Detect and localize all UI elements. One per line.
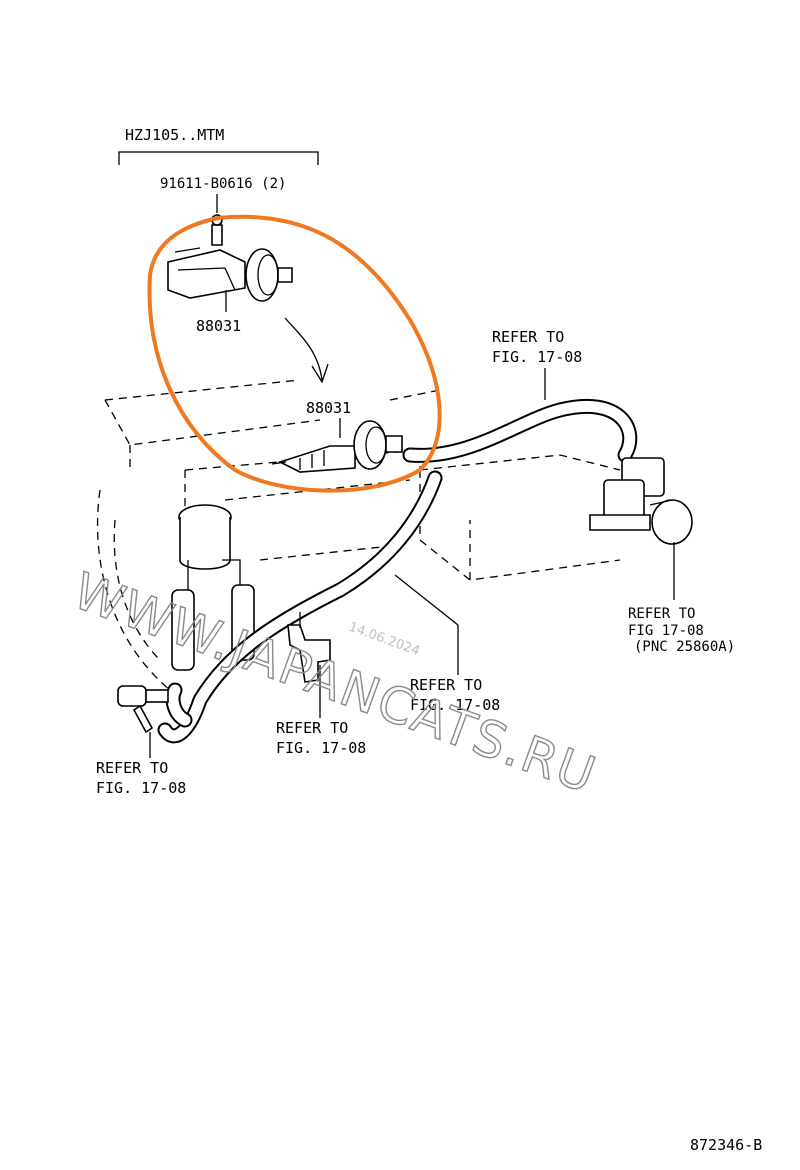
highlight-circle [147,214,442,493]
ref-top-right: REFER TO FIG. 17-08 [492,328,582,400]
svg-text:FIG 17-08: FIG 17-08 [628,623,704,639]
actuator-lower [271,418,403,473]
install-arrowhead [311,363,329,384]
svg-text:REFER TO: REFER TO [276,719,348,737]
svg-text:REFER TO: REFER TO [96,759,168,777]
svg-text:FIG. 17-08: FIG. 17-08 [410,696,500,714]
ref-center: REFER TO FIG. 17-08 [276,665,366,757]
svg-text:REFER TO: REFER TO [492,328,564,346]
vsv-valve [589,457,693,600]
svg-text:FIG. 17-08: FIG. 17-08 [96,779,186,797]
svg-text:REFER TO: REFER TO [628,606,695,622]
ref-left: REFER TO FIG. 17-08 [96,732,186,797]
date-stamp: 14.06.2024 [347,620,422,660]
diagram-code: 872346-B [690,1136,762,1154]
left-fitting [117,685,169,734]
install-arrow [284,317,323,381]
svg-text:FIG. 17-08: FIG. 17-08 [492,348,582,366]
actuator-lower-label: 88031 [306,399,351,417]
vacuum-hose [157,398,638,744]
svg-text:(PNC 25860A): (PNC 25860A) [634,639,735,655]
svg-text:REFER TO: REFER TO [410,676,482,694]
actuator-upper-label: 88031 [196,317,241,335]
ref-center-right: REFER TO FIG. 17-08 [394,574,500,714]
model-bracket [118,151,319,165]
svg-text:FIG. 17-08: FIG. 17-08 [276,739,366,757]
model-label: HZJ105..MTM [125,126,224,144]
ref-right-valve: REFER TO FIG 17-08 (PNC 25860A) [628,606,735,655]
center-bracket [287,612,331,683]
actuator-upper [167,214,293,312]
bolt-part-label: 91611-B0616 (2) [160,176,286,192]
